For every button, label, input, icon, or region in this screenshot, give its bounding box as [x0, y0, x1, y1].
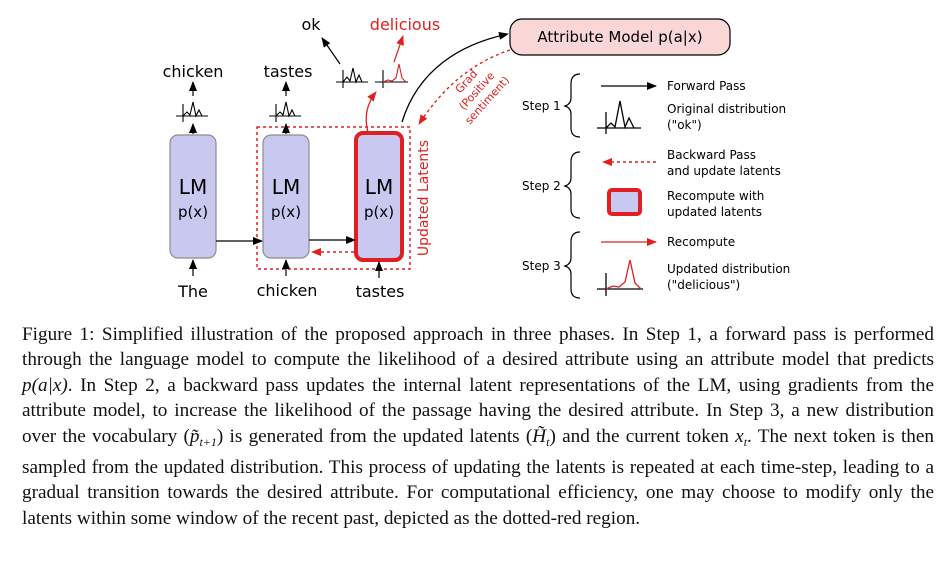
ok-arrow: [321, 37, 341, 65]
legend-original-dist: Original distribution: [667, 102, 786, 116]
math-p-a-given-x: p(a|x): [22, 374, 68, 396]
updated-latents-region: [256, 126, 411, 270]
px-label: p(x): [271, 203, 301, 221]
input-token: chicken: [257, 281, 318, 300]
output-token: tastes: [264, 62, 313, 81]
input-token: tastes: [356, 282, 405, 301]
math-x-t: x: [735, 425, 744, 447]
math-h-tilde: H̃: [532, 425, 547, 447]
updated-distribution-icon: [375, 63, 408, 88]
legend-forward-pass: Forward Pass: [667, 79, 746, 93]
lm-box-2: LM p(x): [262, 134, 310, 259]
updated-latents-label: Updated Latents: [416, 140, 432, 256]
distribution-icon: [269, 101, 301, 122]
figure-caption: Figure 1: Simplified illustration of the…: [22, 324, 934, 529]
legend-recompute: Recompute: [667, 235, 735, 249]
lm-box-3: LM p(x): [354, 131, 404, 262]
legend-backward-pass: and update latents: [667, 164, 781, 178]
distribution-icon: [176, 101, 208, 122]
legend-recompute-with: Recompute with: [667, 189, 764, 203]
lm-box-1: LM p(x): [169, 134, 217, 259]
legend-updated-dist: ("delicious"): [667, 278, 740, 292]
attribute-model-label: Attribute Model p(a|x): [537, 28, 702, 46]
output-token: chicken: [163, 62, 224, 81]
recompute-arrow: [365, 91, 377, 133]
lm-label: LM: [365, 175, 393, 199]
input-token: The: [177, 282, 208, 301]
token-ok: ok: [301, 15, 321, 34]
legend-step3: Step 3: [522, 259, 561, 273]
lm-label: LM: [179, 175, 207, 199]
attribute-model-box: [509, 18, 731, 56]
legend-step1: Step 1: [522, 99, 561, 113]
legend-updated-dist: Updated distribution: [667, 262, 790, 276]
legend-step2: Step 2: [522, 179, 561, 193]
legend-original-dist: ("ok"): [667, 118, 702, 132]
forward-to-attribute-arrow: [401, 31, 509, 123]
math-p-tilde: p̃: [189, 425, 200, 447]
px-label: p(x): [178, 203, 208, 221]
approach-figure: Updated Latents LM p(x) LM p(x) LM p(x) …: [163, 15, 791, 301]
gradient-arrow: [418, 49, 511, 125]
distribution-icon: [336, 67, 368, 88]
legend: Step 1 Forward Pass Original distributio…: [522, 73, 790, 299]
legend-backward-pass: Backward Pass: [667, 148, 756, 162]
lm-label: LM: [272, 175, 300, 199]
token-delicious: delicious: [370, 15, 440, 34]
delicious-arrow: [393, 35, 404, 63]
legend-recompute-with: updated latents: [667, 205, 762, 219]
px-label: p(x): [364, 203, 394, 221]
